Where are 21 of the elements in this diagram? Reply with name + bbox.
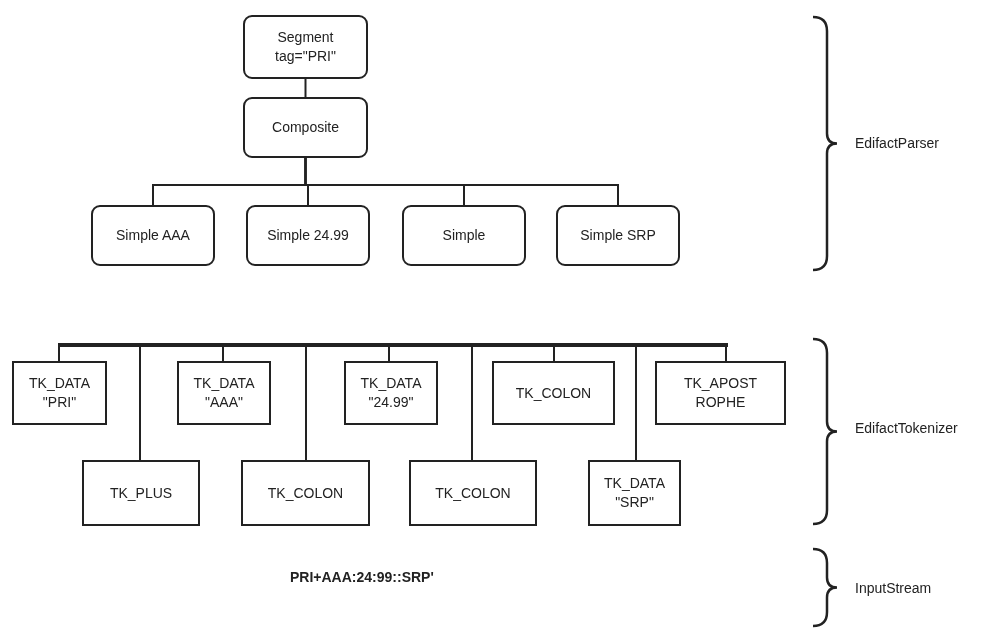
- connector-line: [304, 78, 307, 98]
- token-box: TK_APOST ROPHE: [655, 361, 786, 425]
- token-box: TK_DATA "SRP": [588, 460, 681, 526]
- rounded-box: Simple: [402, 205, 526, 266]
- token-box: TK_DATA "AAA": [177, 361, 271, 425]
- rounded-box: Composite: [243, 97, 368, 158]
- layer-label: InputStream: [855, 580, 932, 596]
- layer-label: EdifactParser: [855, 135, 940, 151]
- token-box: TK_DATA "24.99": [344, 361, 438, 425]
- rounded-box: Simple SRP: [556, 205, 680, 266]
- token-box: TK_COLON: [409, 460, 537, 526]
- token-box: TK_COLON: [492, 361, 615, 425]
- token-box: TK_COLON: [241, 460, 370, 526]
- token-box: TK_PLUS: [82, 460, 200, 526]
- input-string: PRI+AAA:24:99::SRP': [290, 569, 434, 585]
- connector-line: [304, 157, 619, 206]
- rounded-box: Simple AAA: [91, 205, 215, 266]
- token-box: TK_DATA "PRI": [12, 361, 107, 425]
- layer-label: EdifactTokenizer: [855, 420, 958, 436]
- rounded-box: Simple 24.99: [246, 205, 370, 266]
- rounded-box: Segment tag="PRI": [243, 15, 368, 79]
